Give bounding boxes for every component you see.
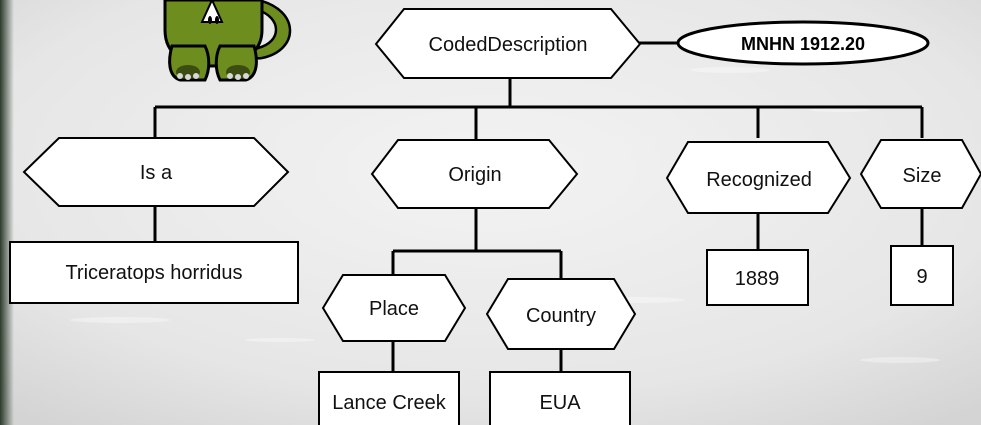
node-recognized[interactable]: Recognized bbox=[665, 141, 852, 214]
value-country[interactable]: EUA bbox=[489, 371, 631, 425]
connectors bbox=[153, 41, 924, 372]
value-place-text: Lance Creek bbox=[332, 392, 446, 414]
node-origin-label: Origin bbox=[448, 164, 501, 186]
value-country-text: EUA bbox=[539, 392, 581, 414]
value-size-text: 9 bbox=[916, 266, 927, 288]
node-origin[interactable]: Origin bbox=[370, 139, 579, 209]
node-size[interactable]: Size bbox=[859, 139, 981, 209]
node-coded-description[interactable]: CodedDescription bbox=[374, 8, 642, 79]
value-recognized-text: 1889 bbox=[735, 268, 780, 290]
value-place[interactable]: Lance Creek bbox=[318, 371, 460, 425]
value-size[interactable]: 9 bbox=[890, 245, 954, 306]
node-coded-description-label: CodedDescription bbox=[429, 34, 588, 56]
background-texture bbox=[70, 67, 940, 363]
node-identifier-label: MNHN 1912.20 bbox=[741, 34, 865, 54]
node-identifier[interactable]: MNHN 1912.20 bbox=[676, 20, 930, 66]
node-size-label: Size bbox=[903, 165, 942, 187]
node-recognized-label: Recognized bbox=[706, 169, 812, 191]
node-place-label: Place bbox=[369, 298, 419, 320]
value-is-a-text: Triceratops horridus bbox=[65, 262, 242, 284]
node-country-label: Country bbox=[526, 305, 596, 327]
node-country[interactable]: Country bbox=[485, 278, 637, 350]
node-place[interactable]: Place bbox=[321, 274, 467, 342]
value-is-a[interactable]: Triceratops horridus bbox=[9, 241, 299, 304]
triceratops-mascot-icon bbox=[163, 0, 292, 82]
node-is-a[interactable]: Is a bbox=[22, 137, 290, 207]
left-edge-shadow bbox=[0, 0, 14, 425]
value-recognized[interactable]: 1889 bbox=[706, 249, 809, 306]
node-is-a-label: Is a bbox=[140, 162, 173, 184]
